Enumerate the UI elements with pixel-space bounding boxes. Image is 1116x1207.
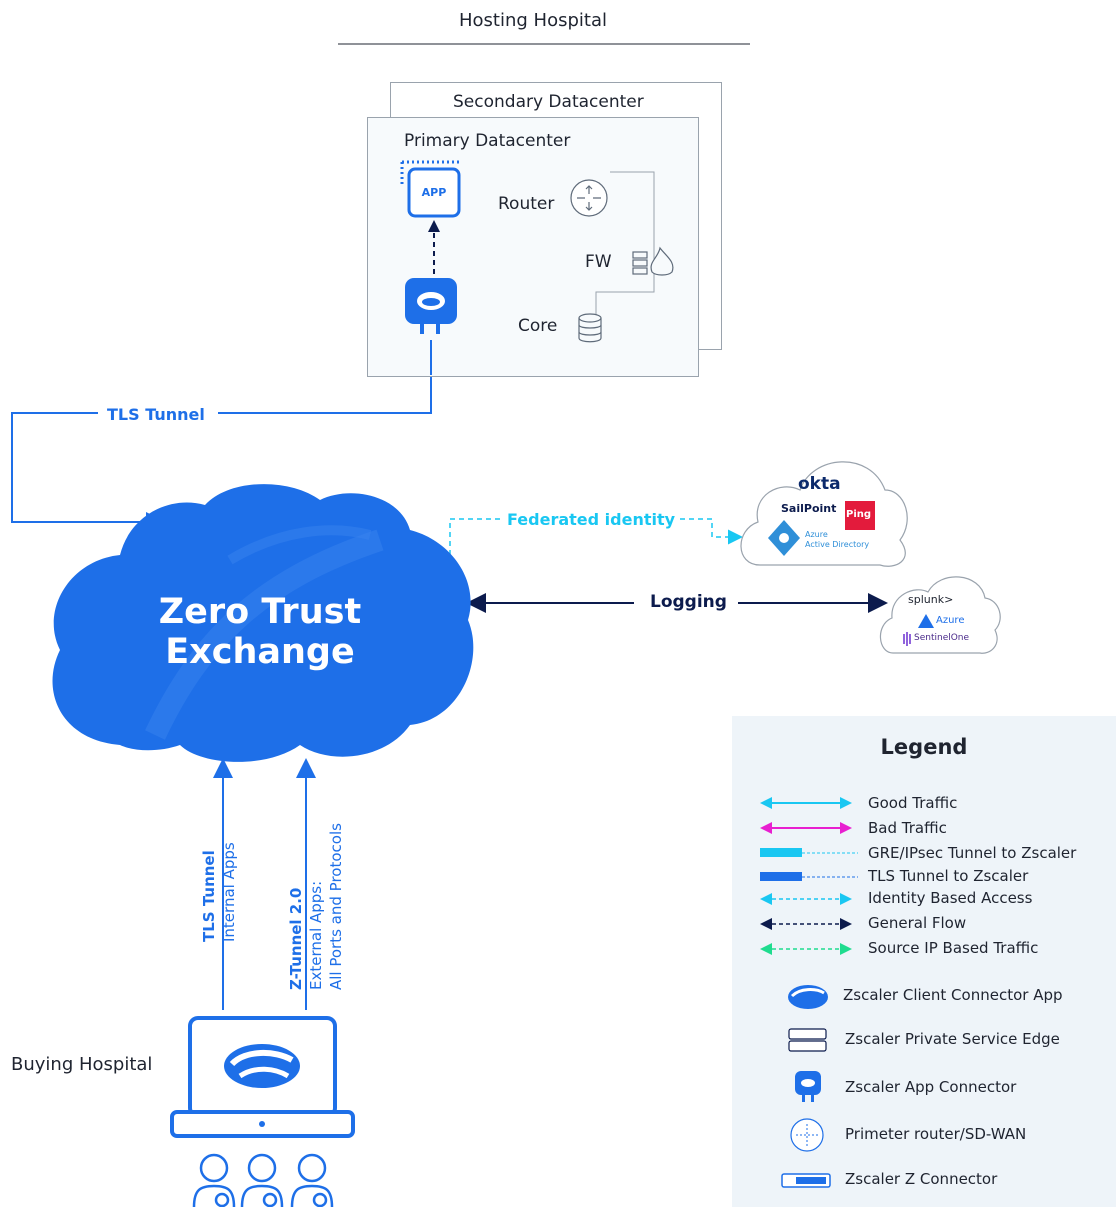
router-label: Router — [498, 194, 555, 214]
legend-tls-tunnel: TLS Tunnel to Zscaler — [868, 867, 1029, 885]
hosting-hospital-title: Hosting Hospital — [459, 10, 607, 31]
legend-good-traffic: Good Traffic — [868, 794, 958, 812]
azure-ad-logo: Azure Active Directory — [805, 530, 869, 550]
legend-title: Legend — [880, 735, 968, 759]
azure-logo-icon — [918, 614, 934, 628]
primary-datacenter-label: Primary Datacenter — [404, 131, 571, 151]
legend-app-connector-icon — [795, 1071, 821, 1102]
sentinelone-logo: SentinelOne — [914, 633, 970, 643]
legend-z-connector: Zscaler Z Connector — [845, 1170, 998, 1188]
legend-source-ip: Source IP Based Traffic — [868, 939, 1039, 957]
ping-logo-icon — [845, 501, 875, 530]
core-label: Core — [518, 316, 558, 336]
sailpoint-logo: SailPoint — [781, 502, 837, 515]
tls-tunnel-label: TLS Tunnel — [107, 405, 205, 424]
zte-line-1: Zero Trust — [158, 592, 362, 632]
legend-gre-ipsec: GRE/IPsec Tunnel to Zscaler — [868, 844, 1077, 862]
secondary-datacenter-label: Secondary Datacenter — [453, 92, 644, 112]
users-icon — [192, 1153, 334, 1207]
zte-line-2: Exchange — [165, 632, 355, 672]
azure-ad-icon — [768, 520, 800, 556]
app-label: APP — [421, 186, 447, 199]
legend-router-sdwan: Primeter router/SD-WAN — [845, 1125, 1027, 1143]
sentinelone-logo-icon — [903, 632, 911, 646]
okta-logo: okta — [798, 474, 841, 494]
azure-logo: Azure — [936, 615, 965, 626]
legend-app-connector: Zscaler App Connector — [845, 1078, 1017, 1096]
azure-ad-line-2: Active Directory — [805, 540, 870, 549]
legend-client-connector: Zscaler Client Connector App — [843, 986, 1063, 1004]
federated-path-b — [680, 518, 743, 545]
ping-logo: Ping — [846, 509, 872, 520]
z-connector-icon — [781, 1173, 831, 1188]
logging-label: Logging — [650, 592, 727, 612]
legend-general-flow: General Flow — [868, 914, 967, 932]
tls-tunnel-path-b — [11, 412, 166, 532]
splunk-logo: splunk> — [908, 593, 954, 606]
service-edge-icon — [788, 1028, 827, 1052]
zero-trust-cloud — [52, 484, 474, 762]
legend-private-service-edge: Zscaler Private Service Edge — [845, 1030, 1060, 1048]
legend-bad-traffic: Bad Traffic — [868, 819, 947, 837]
zero-trust-exchange-title: Zero Trust Exchange — [100, 592, 420, 672]
federated-identity-label: Federated identity — [507, 510, 676, 529]
legend-identity-access: Identity Based Access — [868, 889, 1033, 907]
legend-router-icon — [790, 1118, 824, 1152]
fw-label: FW — [585, 252, 612, 272]
buying-hospital-label: Buying Hospital — [11, 1054, 153, 1075]
azure-ad-line-1: Azure — [805, 530, 828, 539]
laptop-icon — [170, 1016, 355, 1138]
